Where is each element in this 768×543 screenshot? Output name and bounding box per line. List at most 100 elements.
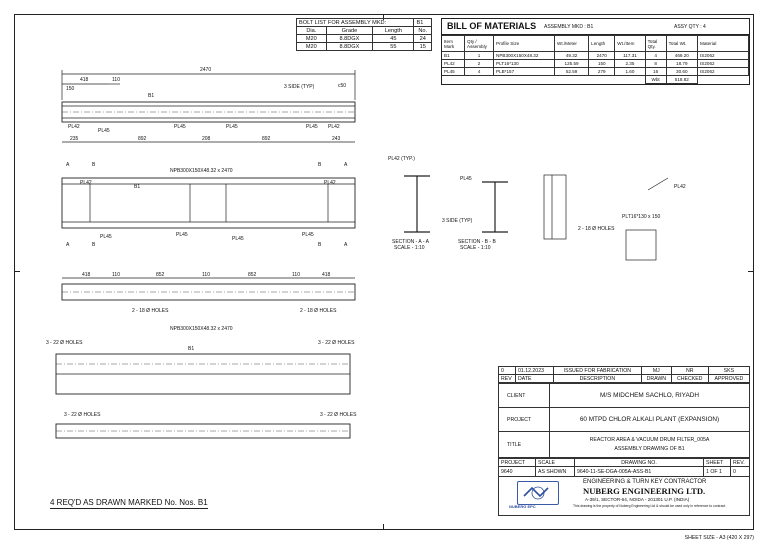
bolt-cell: 55 xyxy=(372,42,415,51)
company-name: NUBERG ENGINEERING LTD. xyxy=(583,486,706,496)
frame-tick xyxy=(748,271,754,272)
bom-cell: IS2062 xyxy=(697,59,749,68)
info-value: 1 OF 1 xyxy=(703,466,731,477)
bom-cell: 1.60 xyxy=(614,67,646,76)
bom-cell: 2.35 xyxy=(614,59,646,68)
bom-cell: IS2062 xyxy=(697,67,749,76)
disclaimer: This drawing is the property of Nuberg E… xyxy=(573,504,727,508)
bolt-cell: 24 xyxy=(413,34,432,43)
info-value: 0 xyxy=(730,466,750,477)
frame-tick xyxy=(383,14,384,20)
info-header: SCALE xyxy=(535,458,575,467)
rev-cell: MJ xyxy=(640,366,672,375)
bom-header: Total Wt. xyxy=(665,35,699,52)
bom-cell: 117.31 xyxy=(614,51,646,60)
bom-cell: 2470 xyxy=(588,51,616,60)
info-header: SHEET xyxy=(703,458,731,467)
contractor-block: NUBERG EPC ENGINEERING & TURN KEY CONTRA… xyxy=(498,477,750,516)
bom-header: Material xyxy=(697,35,749,52)
bom-cell: 18.79 xyxy=(665,59,699,68)
info-value: 9640 xyxy=(498,466,536,477)
project-value: 60 MTPD CHLOR ALKALI PLANT (EXPANSION) xyxy=(549,407,750,432)
bom-cell: PL45 xyxy=(442,67,465,76)
table-row: Wbt 518.82 xyxy=(442,75,749,84)
nuberg-logo-icon xyxy=(517,481,559,505)
bom-cell: 469.20 xyxy=(665,51,699,60)
bom-header: Wt./Item xyxy=(614,35,646,52)
title-label: TITLE xyxy=(498,431,550,458)
bom-total-value: 518.82 xyxy=(665,75,699,84)
frame-tick xyxy=(383,524,384,530)
title-block: 0 01.12.2023 ISSUED FOR FABRICATION MJ N… xyxy=(498,366,751,516)
bom-title: BILL OF MATERIALS xyxy=(447,21,537,31)
info-header: DRAWING NO. xyxy=(574,458,704,467)
rev-cell: NR xyxy=(670,366,709,375)
title-line-2: ASSEMBLY DRAWING OF B1 xyxy=(614,445,685,452)
bom-cell: 8 xyxy=(644,59,667,68)
bolt-list-title: BOLT LIST FOR ASSEMBLY MKD: xyxy=(295,18,415,27)
bom-header: Wt./Meter xyxy=(553,35,590,52)
bom-cell: 4 xyxy=(464,67,494,76)
rev-cell: 0 xyxy=(498,366,516,375)
bom-assembly-label: ASSEMBLY MKD : xyxy=(544,24,586,30)
rev-header: DATE xyxy=(515,374,554,383)
company-address: A-39/1, SECTOR-64, NOIDA - 201301 U.P. (… xyxy=(585,497,690,502)
contractor-line: ENGINEERING & TURN KEY CONTRACTOR xyxy=(583,479,707,485)
bom-cell: 16 xyxy=(644,67,667,76)
bolt-list-mark: B1 xyxy=(413,18,432,27)
drawing-frame xyxy=(14,14,754,530)
revision-header-row: REV DATE DESCRIPTION DRAWN CHECKED APPRO… xyxy=(498,374,751,383)
bolt-header: No. xyxy=(413,26,432,35)
bom-cell: PLT16*130 xyxy=(493,59,555,68)
bom-qty-value: 4 xyxy=(703,24,706,30)
bom-header: Profile Size xyxy=(493,35,555,52)
bom-cell: PLB*157 xyxy=(493,67,555,76)
bolt-header: Dia. xyxy=(296,26,327,35)
bom-cell: 30.60 xyxy=(665,67,699,76)
bom-cell: 1 xyxy=(464,51,494,60)
bolt-list: BOLT LIST FOR ASSEMBLY MKD: B1 Dia. Grad… xyxy=(295,18,432,51)
bolt-cell: M20 xyxy=(296,42,327,51)
rev-header: CHECKED xyxy=(670,374,709,383)
info-value: AS SHOWN xyxy=(535,466,575,477)
bom-cell: 2 xyxy=(464,59,494,68)
bill-of-materials: BILL OF MATERIALS ASSEMBLY MKD : B1 ASSY… xyxy=(441,18,750,85)
rev-cell: 01.12.2023 xyxy=(515,366,554,375)
sheet-size: SHEET SIZE - A3 (420 X 297) xyxy=(684,535,754,541)
bolt-header: Length xyxy=(372,26,415,35)
required-note: 4 REQ'D AS DRAWN MARKED No. Nos. B1 xyxy=(50,498,208,509)
bom-header: Item Mark xyxy=(442,35,465,52)
bolt-header: Grade xyxy=(325,26,374,35)
title-line-1: REACTOR AREA & VACUUM DRUM FILTER_005A xyxy=(589,436,710,443)
bom-cell: 4 xyxy=(644,51,667,60)
bom-cell: 279 xyxy=(588,67,616,76)
bom-cell: B1 xyxy=(442,51,465,60)
logo-text: NUBERG EPC xyxy=(509,504,536,509)
table-row: M20 8.8DGX 55 15 xyxy=(296,42,432,51)
project-label: PROJECT xyxy=(498,407,550,432)
bom-assembly-value: B1 xyxy=(587,24,594,30)
bolt-cell: 8.8DGX xyxy=(325,42,374,51)
bolt-cell: M20 xyxy=(296,34,327,43)
info-header: REV. xyxy=(730,458,750,467)
bolt-cell: 15 xyxy=(413,42,432,51)
bom-cell: IS2062 xyxy=(697,51,749,60)
info-value: 9640-11-SE-DGA-005A-ASS-B1 xyxy=(574,466,704,477)
bom-header: Qty / Assembly xyxy=(464,35,494,52)
bom-header: Total Qty. xyxy=(644,35,667,52)
bolt-cell: 8.8DGX xyxy=(325,34,374,43)
bom-cell: 150 xyxy=(588,59,616,68)
rev-header: REV xyxy=(498,374,516,383)
bom-cell: 52.59 xyxy=(553,67,590,76)
rev-header: DRAWN xyxy=(640,374,672,383)
client-value: M/S MIDCHEM SACHLO, RIYADH xyxy=(549,383,750,408)
bom-cell: 49.32 xyxy=(553,51,590,60)
info-header: PROJECT xyxy=(498,458,536,467)
bolt-cell: 45 xyxy=(372,34,415,43)
bom-cell: PL42 xyxy=(442,59,465,68)
rev-cell: SKS xyxy=(707,366,751,375)
frame-tick xyxy=(14,271,20,272)
revision-row: 0 01.12.2023 ISSUED FOR FABRICATION MJ N… xyxy=(498,366,751,375)
